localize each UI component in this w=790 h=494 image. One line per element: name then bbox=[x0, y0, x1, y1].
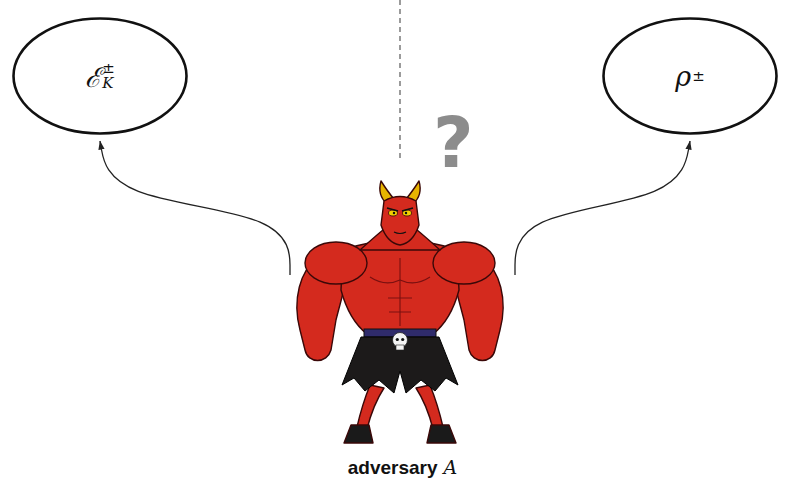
devil-hoof bbox=[344, 425, 373, 443]
caption-word: adversary bbox=[348, 457, 438, 478]
caption-symbol: A bbox=[444, 456, 458, 478]
devil-leg bbox=[357, 385, 384, 429]
math-superscript: ± bbox=[692, 69, 705, 84]
devil-face bbox=[387, 208, 413, 234]
curved-arrow bbox=[515, 141, 690, 275]
curved-arrow bbox=[100, 141, 290, 275]
devil-muscle-lines bbox=[370, 258, 430, 326]
math-superscript: ± bbox=[102, 61, 115, 76]
devil-shoulder bbox=[433, 242, 495, 284]
figure-caption: adversary A bbox=[290, 456, 515, 479]
devil-head bbox=[381, 197, 419, 246]
math-expression: ℰ±K bbox=[12, 17, 188, 135]
dashed-divider bbox=[399, 0, 400, 160]
math-symbol: ρ bbox=[675, 61, 691, 92]
math-scripts: ±K bbox=[102, 61, 115, 91]
devil-hoof bbox=[427, 425, 456, 443]
devil-shorts bbox=[342, 337, 458, 393]
math-scripts: ± bbox=[692, 69, 705, 84]
devil-leg bbox=[416, 385, 443, 429]
question-mark: ? bbox=[433, 108, 474, 178]
math-expression: ρ± bbox=[602, 17, 778, 135]
devil-illustration bbox=[290, 175, 515, 485]
ellipse-shape bbox=[604, 19, 777, 134]
ellipse-node: ρ± bbox=[602, 17, 778, 135]
math-symbol: ℰ bbox=[85, 58, 101, 95]
ellipse-node: ℰ±K bbox=[12, 17, 188, 135]
math-subscript: K bbox=[102, 76, 115, 91]
ellipse-shape bbox=[14, 19, 187, 134]
skull-buckle bbox=[393, 333, 408, 351]
devil-shoulder bbox=[305, 242, 367, 284]
adversary-figure: adversary A bbox=[290, 175, 515, 485]
